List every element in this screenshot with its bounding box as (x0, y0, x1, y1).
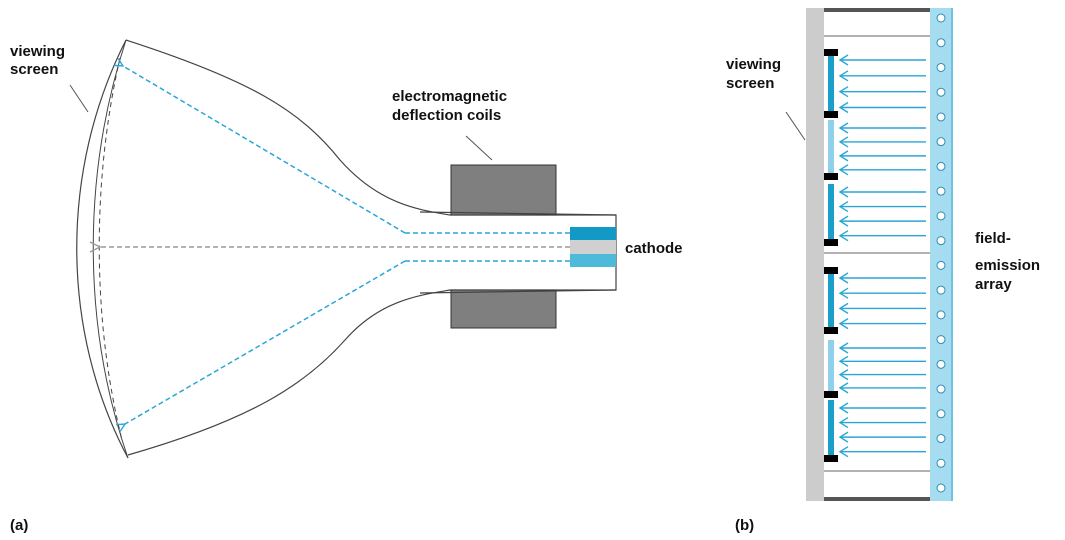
electron-arrow-head (838, 402, 849, 414)
phosphor-stripe (828, 340, 834, 394)
deflection-coils-leader (465, 135, 493, 161)
phosphor-stripe (828, 52, 834, 114)
electron-arrow-head (838, 54, 849, 66)
emitter-tip (936, 186, 946, 196)
emitter-tip (936, 137, 946, 147)
cathode-top-element (570, 227, 616, 240)
electron-arrow-head (838, 164, 849, 176)
electron-arrow-head (838, 150, 849, 162)
fed-pixel-stripes (824, 49, 838, 462)
viewing-screen-leader-b (785, 111, 806, 141)
panel-a: viewing screen electromagnetic deflectio… (10, 39, 683, 534)
emitter-tip (936, 409, 946, 419)
electron-beam-lower-deflected (125, 260, 406, 424)
deflection-coils-label: electromagnetic deflection coils (392, 88, 511, 124)
emitter-tip (936, 458, 946, 468)
electron-arrow-head (838, 342, 849, 354)
viewing-screen-leader-a (69, 84, 89, 113)
electron-arrow-head (838, 101, 849, 114)
electron-arrow-head (838, 122, 849, 134)
fed-top-seal (824, 8, 930, 12)
viewing-screen-label-b: viewing screen (726, 56, 785, 92)
emitter-tip (936, 62, 946, 72)
emitter-tip (936, 112, 946, 122)
electron-arrow-head (838, 136, 849, 148)
emitter-tip (936, 483, 946, 493)
electron-arrow-head (838, 86, 849, 98)
phosphor-stripe (828, 120, 834, 176)
fed-bottom-seal (824, 497, 930, 501)
electron-arrow-head (838, 287, 849, 299)
emitter-tip (936, 384, 946, 394)
emitter-tip (936, 161, 946, 171)
emitter-tip (936, 285, 946, 295)
emitter-tip (936, 310, 946, 320)
emitter-tip (936, 87, 946, 97)
fed-viewing-screen (806, 8, 824, 501)
electron-arrow-head (838, 355, 849, 367)
black-matrix-mark (824, 239, 838, 246)
fed-electron-arrows (838, 54, 926, 458)
black-matrix-mark (824, 111, 838, 118)
panel-a-tag: (a) (10, 517, 28, 534)
electron-arrow-head (838, 272, 849, 284)
deflection-coil-top (450, 164, 557, 216)
viewing-screen-label-a: viewing screen (10, 43, 69, 78)
phosphor-stripe (828, 400, 834, 458)
black-matrix-mark (824, 49, 838, 56)
electron-arrow-head (838, 416, 849, 429)
electron-arrow-head (838, 431, 849, 443)
panel-b: viewing screen field- emission array (b) (726, 8, 1044, 534)
phosphor-stripe (828, 270, 834, 330)
field-emission-plate (930, 8, 952, 501)
electron-arrow-head (838, 382, 849, 394)
crt-viewing-screen-outer (76, 39, 129, 459)
black-matrix-mark (824, 173, 838, 180)
emitter-tip (936, 13, 946, 23)
emitter-tip (936, 359, 946, 369)
emitter-tip (936, 434, 946, 444)
black-matrix-mark (824, 267, 838, 274)
emitter-tip (936, 211, 946, 221)
electron-arrow-head (838, 318, 849, 330)
panel-b-tag: (b) (735, 517, 754, 534)
electron-arrow-head (838, 302, 849, 314)
deflection-coil-bottom (450, 289, 557, 329)
cathode-mid-element (570, 240, 616, 254)
cathode-bottom-element (570, 254, 616, 267)
fed-emitter-tips (936, 13, 946, 493)
cathode-label: cathode (625, 240, 683, 257)
black-matrix-mark (824, 327, 838, 334)
electron-beam-upper-deflected (123, 66, 406, 234)
emitter-tip (936, 38, 946, 48)
black-matrix-mark (824, 391, 838, 398)
tube-neck-upper (419, 211, 617, 216)
emitter-tip (936, 335, 946, 345)
electron-arrow-head (838, 369, 849, 381)
field-emission-array-label: field- emission array (975, 230, 1044, 293)
electron-arrow-head (838, 200, 849, 213)
electron-arrow-head (838, 186, 849, 198)
black-matrix-mark (824, 455, 838, 462)
emitter-tip (936, 236, 946, 246)
electron-arrow-head (838, 230, 849, 242)
electron-arrow-head (838, 215, 849, 227)
crt-phosphor-dashed-line (98, 57, 123, 441)
electron-arrow-head (838, 446, 849, 458)
tube-neck-lower (419, 289, 617, 294)
emitter-tip (936, 260, 946, 270)
phosphor-stripe (828, 184, 834, 242)
electron-arrow-head (838, 70, 849, 82)
